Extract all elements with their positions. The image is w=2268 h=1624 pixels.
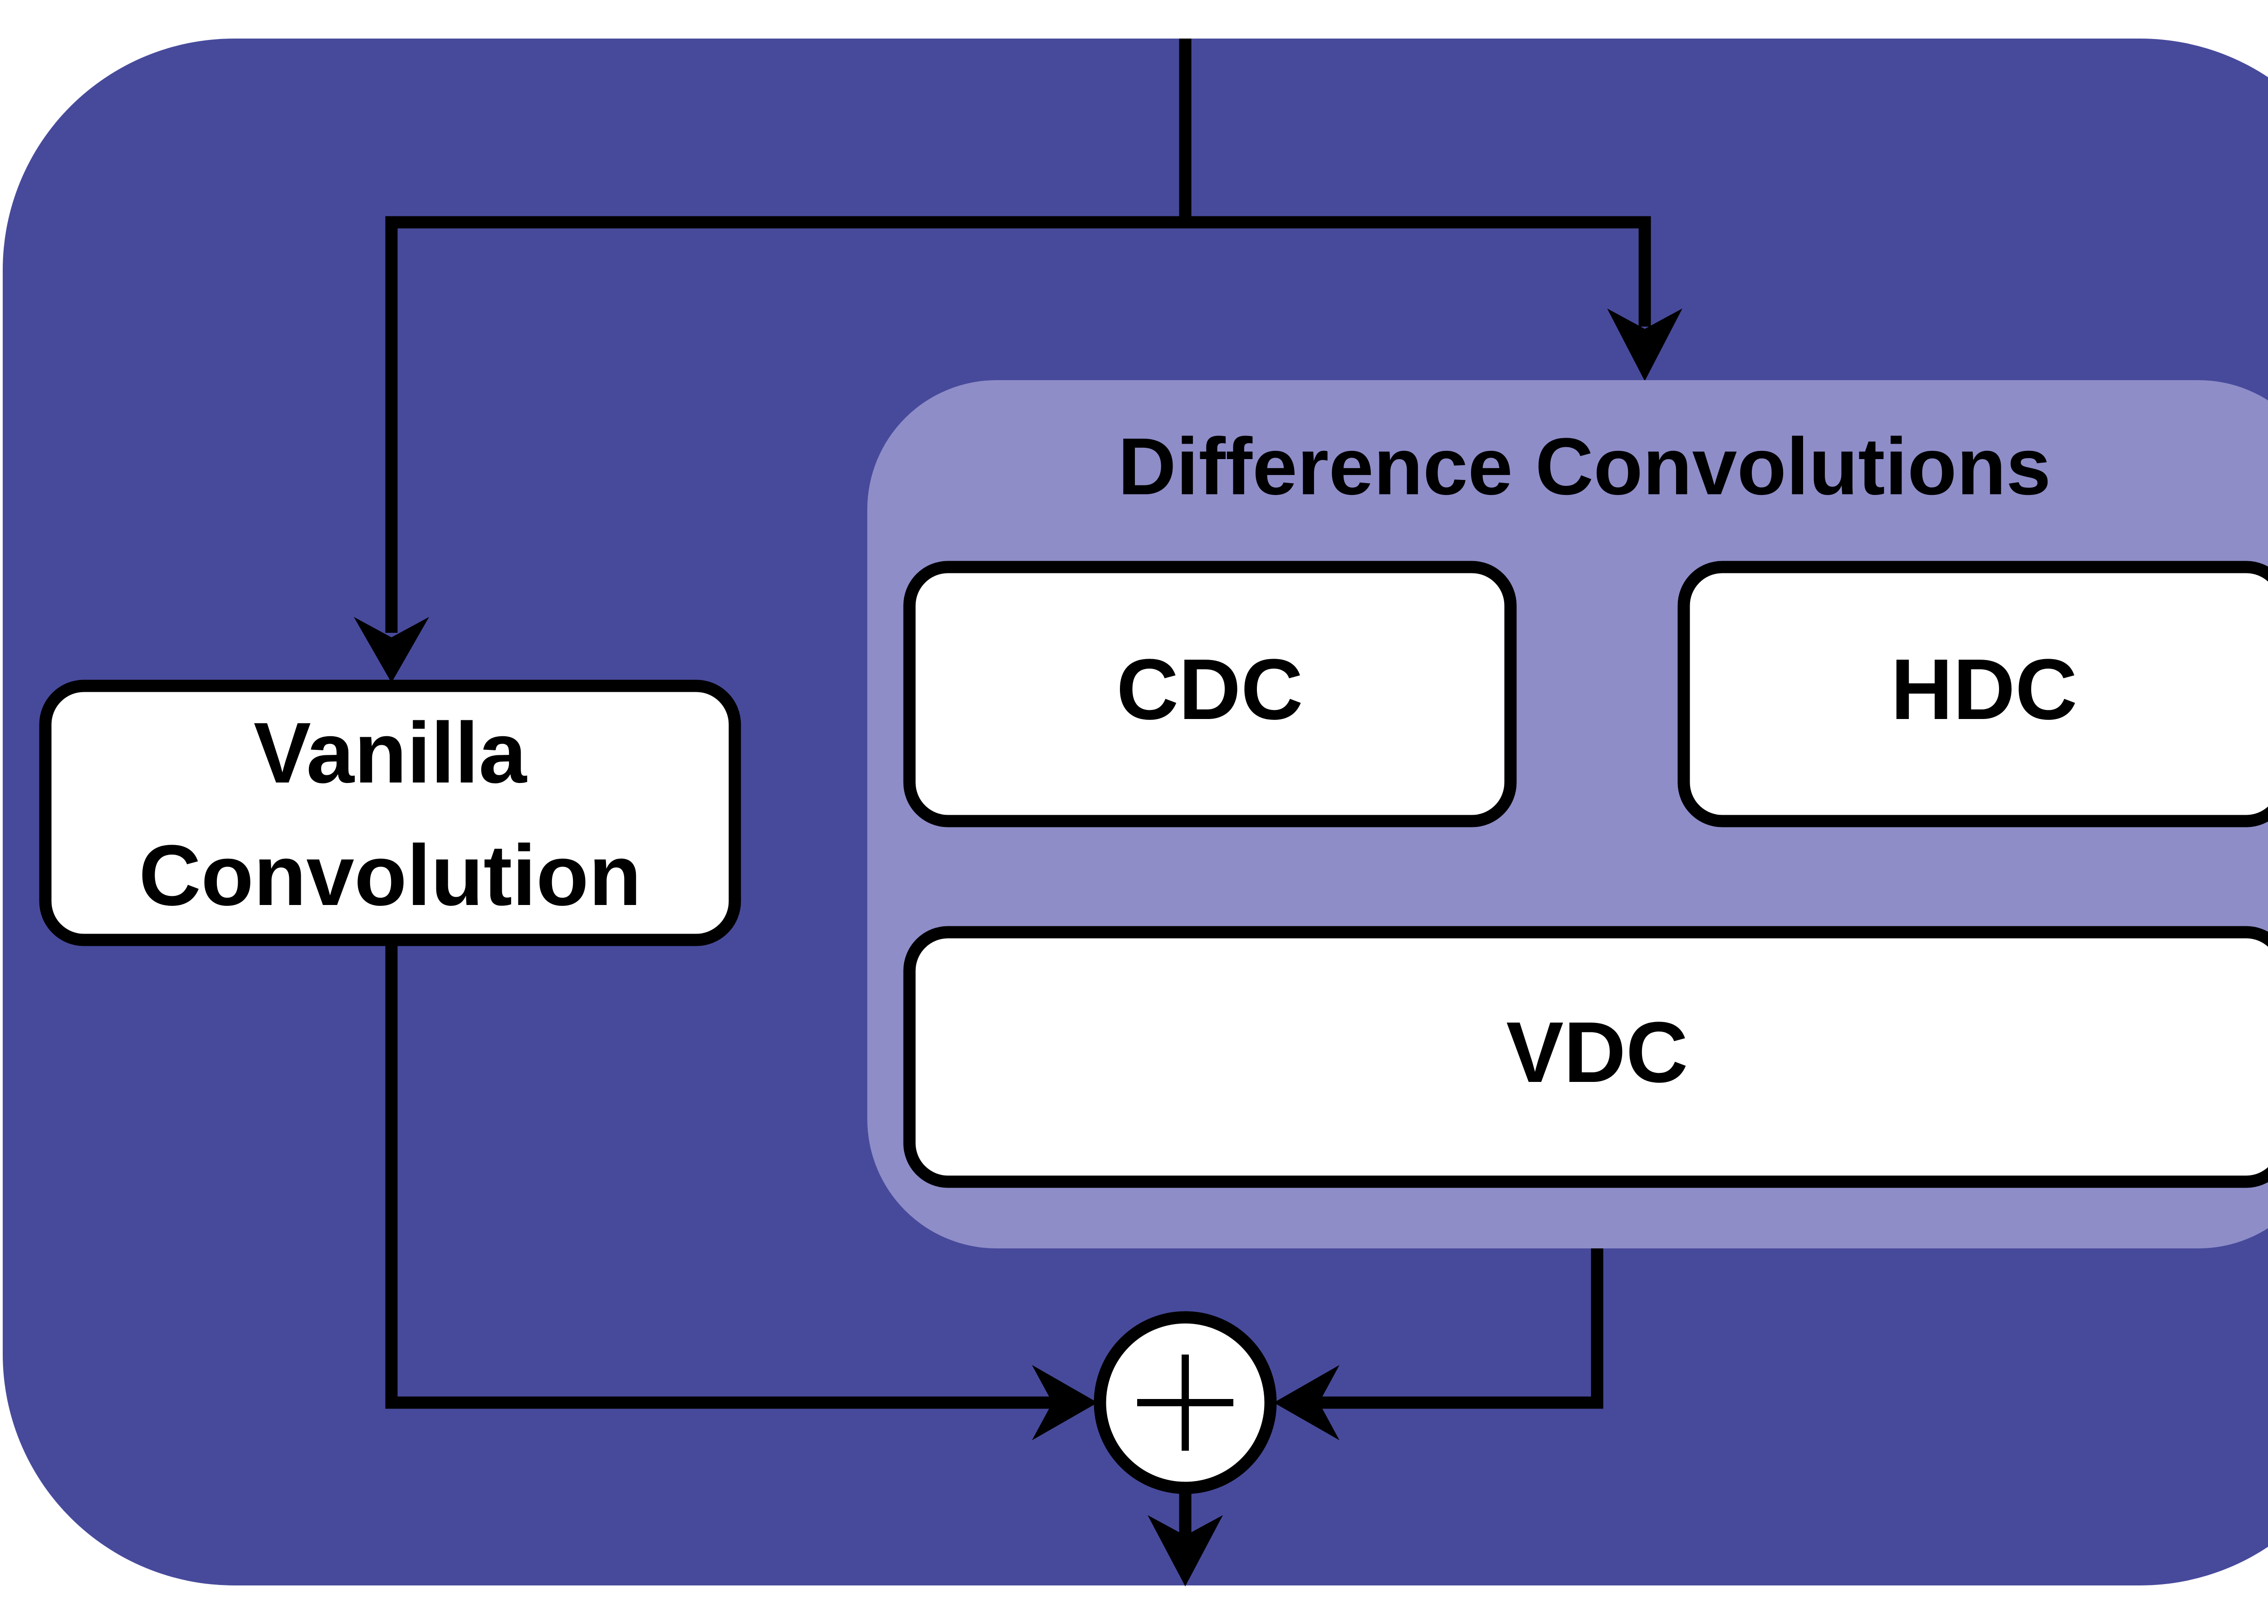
arrowhead-output <box>1148 1515 1223 1586</box>
split-to-vanilla-line <box>385 216 1185 633</box>
arrowhead-into-sum-right <box>1274 1365 1339 1440</box>
hdc-box <box>1677 561 2268 827</box>
cdc-label: CDC <box>1116 641 1303 738</box>
difference-to-sum-line <box>1297 1248 1603 1409</box>
arrowhead-into-sum-left <box>1032 1365 1098 1440</box>
cdc-box <box>903 561 1517 827</box>
arrowhead-to-vanilla <box>354 617 429 683</box>
vdc-box <box>903 926 2268 1188</box>
plus-icon <box>1137 1355 1233 1451</box>
split-to-difference-line <box>1185 216 1651 327</box>
vanilla-label-line1: Vanilla <box>254 705 527 801</box>
vdc-label: VDC <box>1506 1004 1688 1101</box>
hdc-label: HDC <box>1891 641 2077 738</box>
difference-convolutions-title: Difference Convolutions <box>1118 421 2051 512</box>
vanilla-to-sum-line <box>385 940 1080 1409</box>
arrowhead-to-difference <box>1607 308 1682 381</box>
vanilla-label-line2: Convolution <box>139 827 641 924</box>
